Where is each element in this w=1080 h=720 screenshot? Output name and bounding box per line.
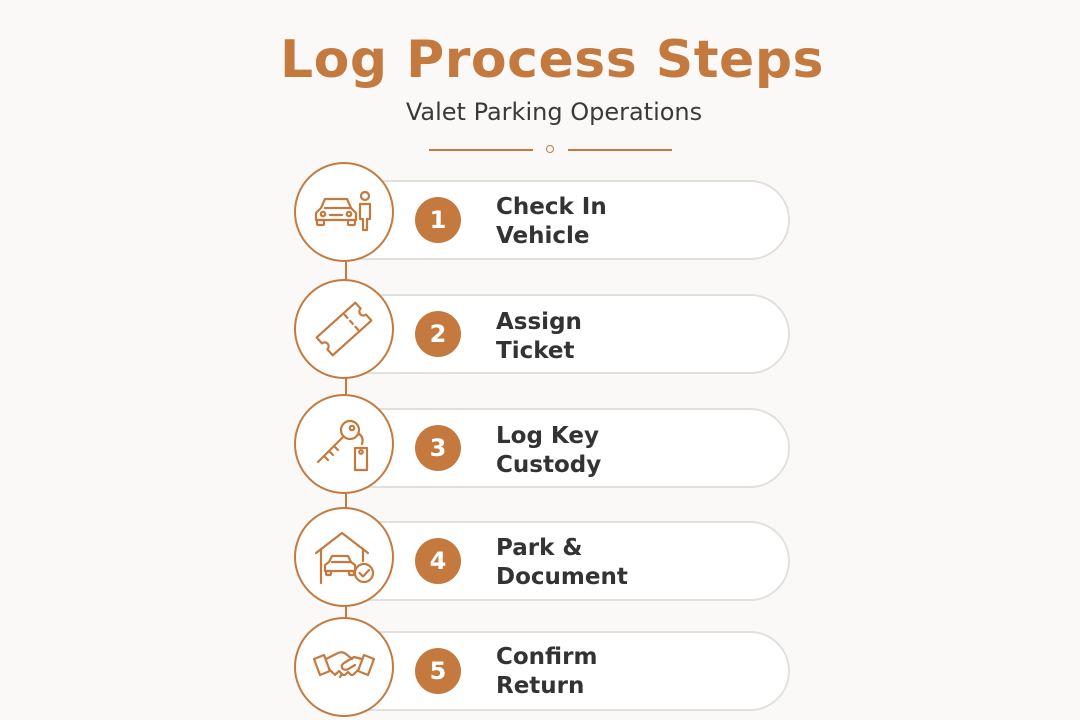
step-card-4 [322,521,790,601]
step-icon-circle-1 [294,162,394,262]
step-label-1-line2: Vehicle [496,223,590,249]
step-label-5: Confirm Return [496,643,756,701]
step-number-4: 4 [415,538,461,584]
step-number-1: 1 [415,197,461,243]
step-label-2-line2: Ticket [496,338,575,364]
car-valet-icon [314,190,372,232]
step-card-3 [322,408,790,488]
header-divider-left [429,149,533,151]
page-subtitle: Valet Parking Operations [405,98,703,126]
step-icon-circle-5 [294,617,394,717]
step-label-3-line1: Log Key [496,423,599,449]
garage-check-icon [314,531,375,585]
step-label-5-line2: Return [496,673,585,699]
step-label-4-line1: Park & [496,535,583,561]
step-number-5: 5 [415,648,461,694]
step-icon-circle-3 [294,394,394,494]
key-tag-icon [316,419,369,472]
step-label-4-line2: Document [496,564,628,590]
page-title: Log Process Steps [279,30,824,90]
step-card-1 [322,180,790,260]
step-label-2-line1: Assign [496,309,582,335]
step-label-4: Park & Document [496,534,756,592]
step-icon-circle-2 [294,279,394,379]
step-label-3-line2: Custody [496,452,602,478]
step-label-2: Assign Ticket [496,308,756,366]
header-divider-dot [546,145,554,153]
handshake-icon [312,651,376,679]
step-label-1-line1: Check In [496,194,607,220]
step-card-2 [322,294,790,374]
step-card-5 [322,631,790,711]
step-number-2: 2 [415,311,461,357]
step-label-1: Check In Vehicle [496,193,756,251]
ticket-icon [315,301,373,357]
step-number-3: 3 [415,425,461,471]
step-icon-circle-4 [294,507,394,607]
header-divider-right [568,149,672,151]
step-label-5-line1: Confirm [496,644,598,670]
step-label-3: Log Key Custody [496,422,756,480]
